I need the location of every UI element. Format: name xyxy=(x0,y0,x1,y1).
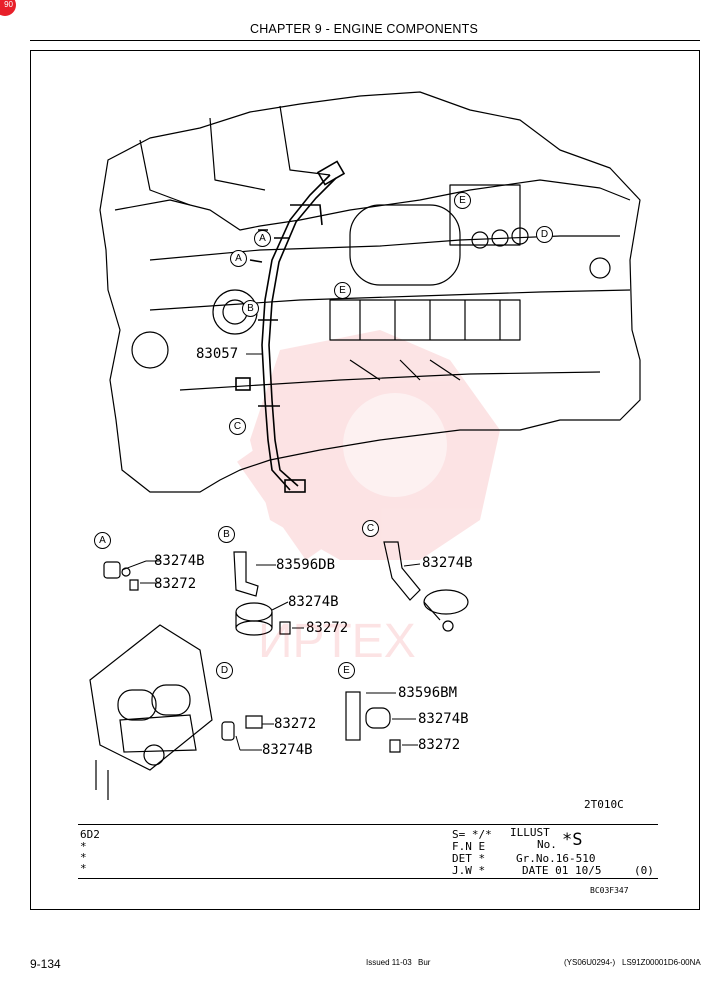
callout-a-lower: A xyxy=(230,250,247,267)
callout-b: B xyxy=(242,300,259,317)
drawing-code: BC03F347 xyxy=(590,886,629,895)
serial-range: (YS06U0294-) xyxy=(564,958,616,967)
callout-e-lower: E xyxy=(334,282,351,299)
revision: (0) xyxy=(634,864,654,877)
mark-1: * xyxy=(80,840,87,853)
detail-a-part2: 83272 xyxy=(154,576,197,592)
mark-3: * xyxy=(80,862,87,875)
detail-a-drawing xyxy=(103,561,139,591)
detail-e-part3: 83272 xyxy=(418,737,461,753)
detail-b-letter: B xyxy=(218,526,235,543)
detail-d-part1: 83272 xyxy=(274,716,317,732)
detail-d-part2: 83274B xyxy=(262,742,313,758)
detail-c-part1: 83274B xyxy=(422,555,473,571)
issued-bur: Bur xyxy=(418,958,431,967)
illust-no-value: *S xyxy=(562,830,583,850)
detail-c-letter: C xyxy=(362,520,379,537)
document-code: LS91Z00001D6-00NA xyxy=(622,958,701,967)
s-line: S= */* xyxy=(452,828,492,841)
detail-b-part1: 83596DB xyxy=(276,557,336,573)
callout-c: C xyxy=(229,418,246,435)
header-rule xyxy=(30,40,700,41)
page-number: 9-134 xyxy=(30,957,61,971)
illust-label: ILLUST xyxy=(510,826,550,839)
figure-code: 2T010C xyxy=(584,798,624,811)
group-number: Gr.No.16-510 xyxy=(516,852,596,865)
detail-b-part2: 83274B xyxy=(288,594,339,610)
detail-b-part3: 83272 xyxy=(306,620,349,636)
model-code: 6D2 xyxy=(80,828,100,841)
part-harness: 83057 xyxy=(196,346,239,362)
detail-e-drawing xyxy=(345,691,401,753)
detail-e-letter: E xyxy=(338,662,355,679)
corner-badge: 90 xyxy=(0,0,16,16)
chapter-title: CHAPTER 9 - ENGINE COMPONENTS xyxy=(249,22,479,36)
detail-e-part1: 83596BM xyxy=(398,685,458,701)
detail-d-drawing xyxy=(89,624,263,800)
detail-a-letter: A xyxy=(94,532,111,549)
watermark-gear xyxy=(237,330,500,561)
detail-d-letter: D xyxy=(216,662,233,679)
watermark-text: ИРТЕХ xyxy=(258,615,416,668)
title-block-bottom-rule xyxy=(78,878,658,879)
detail-c-drawing xyxy=(383,541,469,632)
mark-2: * xyxy=(80,851,87,864)
issued-date: Issued 11-03 xyxy=(366,958,412,967)
callout-a-upper: A xyxy=(254,230,271,247)
illustration-frame xyxy=(30,50,700,910)
illust-no-label: No. xyxy=(537,838,557,851)
detail-b-drawing xyxy=(233,551,291,636)
title-block-top-rule xyxy=(78,824,658,825)
callout-e-upper: E xyxy=(454,192,471,209)
drawing-date: DATE 01 10/5 xyxy=(522,864,602,877)
detail-a-part1: 83274B xyxy=(154,553,205,569)
detail-e-part2: 83274B xyxy=(418,711,469,727)
det-line: DET * xyxy=(452,852,486,865)
engine-block-drawing xyxy=(99,91,641,493)
fne-line: F.N E xyxy=(452,840,486,853)
jw-line: J.W * xyxy=(452,864,486,877)
callout-d: D xyxy=(536,226,553,243)
